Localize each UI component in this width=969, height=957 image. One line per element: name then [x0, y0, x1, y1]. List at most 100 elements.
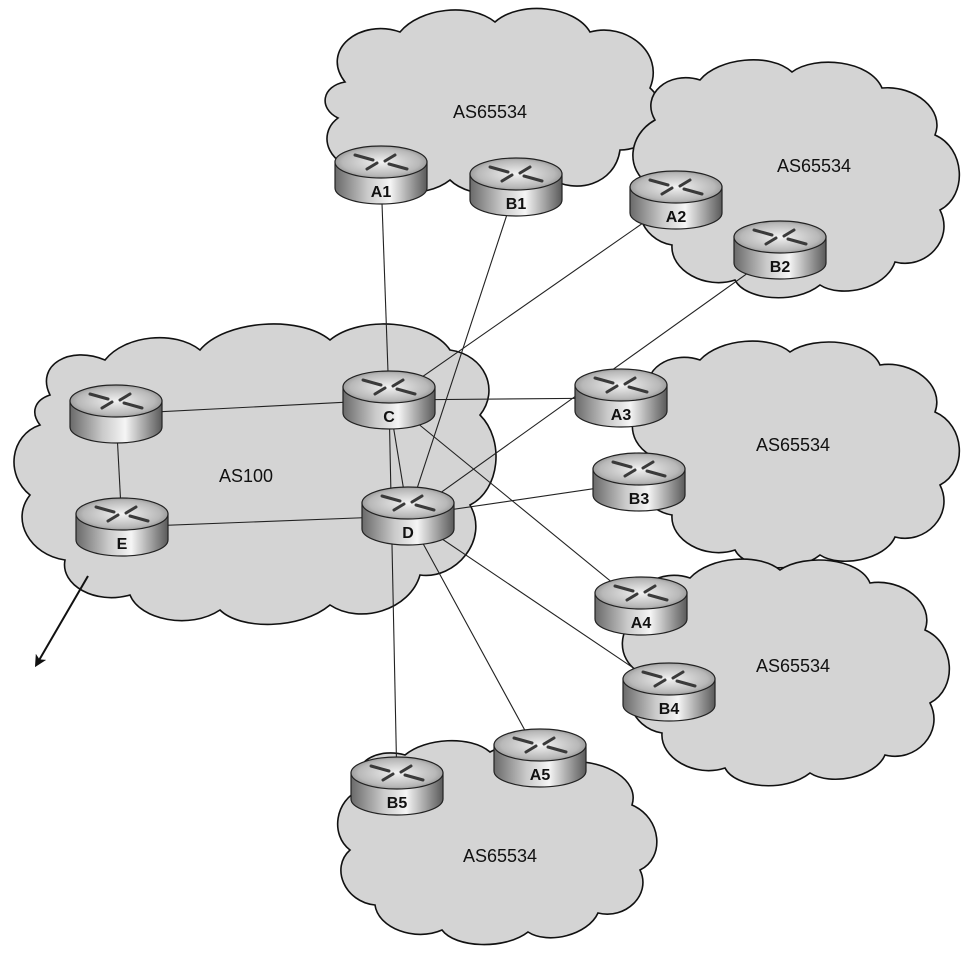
as-label-top: AS65534 [453, 102, 527, 122]
router-a3[interactable]: A3 [574, 368, 668, 428]
router-a2[interactable]: A2 [629, 170, 723, 230]
cloud-right-middle [631, 340, 961, 569]
router-label-b3: B3 [629, 491, 650, 508]
router-a1[interactable]: A1 [334, 145, 428, 205]
router-arrow-stroke [512, 736, 534, 745]
router-label-a1: A1 [371, 184, 392, 201]
router-unlabeled[interactable] [69, 384, 163, 444]
router-arrows-icon [593, 376, 649, 394]
as-label-right-middle: AS65534 [756, 435, 830, 455]
router-arrow-stroke [623, 376, 637, 386]
link-c-a4 [388, 399, 642, 607]
router-label-d: D [402, 525, 414, 542]
router-arrow-stroke [752, 228, 774, 237]
router-a5[interactable]: A5 [493, 728, 587, 788]
router-b2[interactable]: B2 [733, 220, 827, 280]
router-arrow-stroke [671, 670, 685, 680]
router-arrows-icon [512, 736, 568, 754]
router-top [622, 662, 716, 696]
router-arrows-icon [369, 764, 425, 782]
router-arrows-icon [380, 494, 436, 512]
router-label-b5: B5 [387, 795, 408, 812]
router-arrow-stroke [373, 386, 387, 396]
router-arrows-icon [752, 228, 808, 246]
router-arrow-stroke [641, 460, 655, 470]
router-arrow-stroke [94, 505, 116, 514]
router-a4[interactable]: A4 [594, 576, 688, 636]
router-arrow-stroke [542, 736, 556, 746]
router-arrow-stroke [782, 228, 796, 238]
link-d-a5 [407, 515, 541, 759]
router-arrow-stroke [653, 678, 667, 688]
router-arrow-stroke [524, 744, 538, 754]
router-top [594, 576, 688, 610]
router-arrow-stroke [369, 764, 391, 773]
router-arrows-icon [361, 378, 417, 396]
router-arrow-stroke [100, 400, 114, 410]
router-arrows-icon [613, 584, 669, 602]
router-label-b1: B1 [506, 196, 527, 213]
router-arrow-stroke [613, 584, 635, 593]
router-arrows-icon [353, 153, 409, 171]
router-label-b2: B2 [770, 259, 791, 276]
router-top [574, 368, 668, 402]
router-label-b4: B4 [659, 701, 680, 718]
router-c[interactable]: C [342, 370, 436, 430]
router-arrow-stroke [648, 178, 670, 187]
router-arrow-stroke [678, 178, 692, 188]
router-label-c: C [383, 409, 395, 426]
router-arrow-stroke [128, 514, 150, 523]
router-top [629, 170, 723, 204]
router-arrow-stroke [645, 469, 667, 478]
router-top [361, 486, 455, 520]
router-arrow-stroke [395, 387, 417, 396]
router-label-a2: A2 [666, 209, 687, 226]
router-arrow-stroke [500, 173, 514, 183]
router-b3[interactable]: B3 [592, 452, 686, 512]
router-arrow-stroke [682, 187, 704, 196]
router-arrow-stroke [410, 494, 424, 504]
router-arrow-stroke [381, 772, 395, 782]
router-arrow-stroke [399, 764, 413, 774]
router-arrow-stroke [675, 679, 697, 688]
router-arrow-stroke [522, 174, 544, 183]
router-arrow-stroke [118, 392, 132, 402]
router-arrow-stroke [625, 592, 639, 602]
router-b4[interactable]: B4 [622, 662, 716, 722]
router-arrow-stroke [403, 773, 425, 782]
router-b5[interactable]: B5 [350, 756, 444, 816]
router-arrows-icon [648, 178, 704, 196]
router-arrow-stroke [641, 670, 663, 679]
router-arrow-stroke [122, 401, 144, 410]
router-arrow-stroke [383, 153, 397, 163]
router-top [75, 497, 169, 531]
router-arrow-stroke [593, 376, 615, 385]
cloud-right-lower [621, 558, 951, 787]
router-arrow-stroke [627, 385, 649, 394]
link-d-b4 [407, 515, 670, 693]
router-b1[interactable]: B1 [469, 157, 563, 217]
router-arrows-icon [94, 505, 150, 523]
router-arrow-stroke [647, 593, 669, 602]
router-arrow-stroke [643, 584, 657, 594]
router-top [342, 370, 436, 404]
cloud-top-right [632, 59, 961, 299]
router-e[interactable]: E [75, 497, 169, 557]
router-arrow-stroke [106, 513, 120, 523]
router-label-a4: A4 [631, 615, 652, 632]
router-top [733, 220, 827, 254]
router-arrow-stroke [488, 165, 510, 174]
link-c-a1 [380, 174, 390, 401]
router-top [69, 384, 163, 418]
router-d[interactable]: D [361, 486, 455, 546]
router-top [493, 728, 587, 762]
router-arrow-stroke [611, 460, 633, 469]
router-arrow-stroke [361, 378, 383, 387]
router-top [469, 157, 563, 191]
router-arrow-stroke [518, 165, 532, 175]
link-c-b5 [388, 399, 398, 787]
router-arrow-stroke [380, 494, 402, 503]
link-e-d [121, 515, 409, 528]
router-arrow-stroke [353, 153, 375, 162]
